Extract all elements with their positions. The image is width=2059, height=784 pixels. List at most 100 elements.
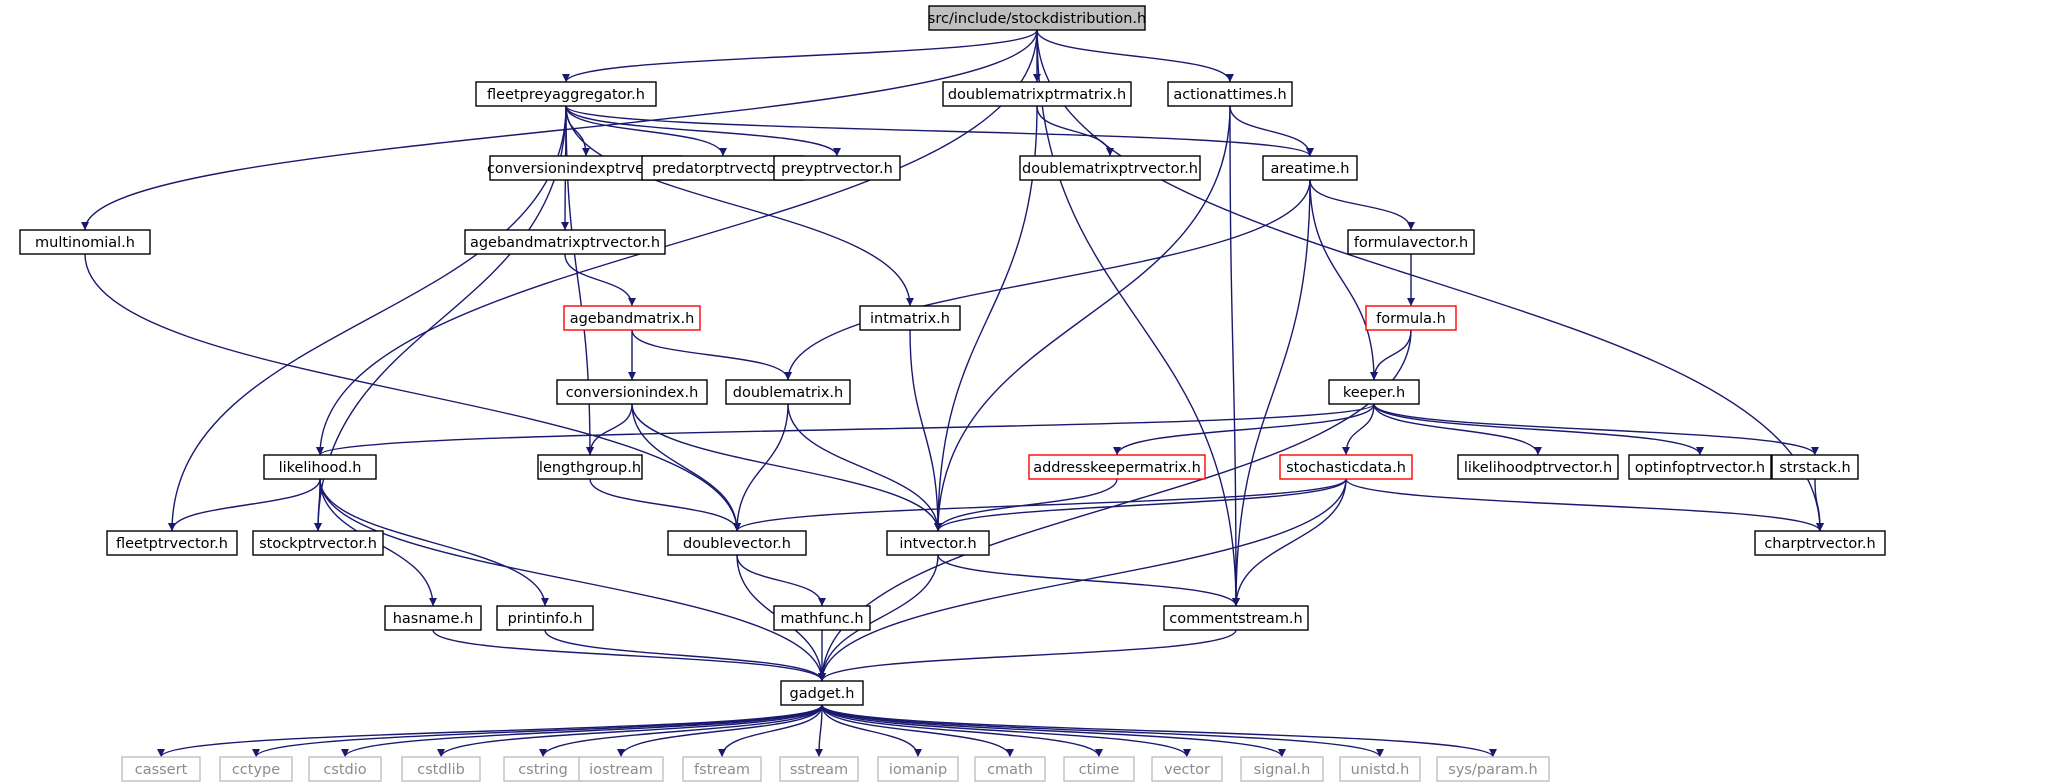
node-akm[interactable]: addresskeepermatrix.h	[1028, 454, 1206, 480]
edge-at-to-fv	[1309, 179, 1415, 231]
node-label-mf: mathfunc.h	[780, 611, 863, 627]
node-box-ctime	[1063, 756, 1135, 782]
node-fv[interactable]: formulavector.h	[1347, 229, 1475, 255]
edge-im-to-iv	[909, 329, 942, 532]
node-box-fpa	[475, 81, 657, 107]
node-dv[interactable]: doublevector.h	[667, 530, 807, 556]
node-gd[interactable]: gadget.h	[780, 680, 864, 706]
node-box-akm	[1028, 454, 1206, 480]
edge-iv-to-cs	[937, 554, 1240, 607]
node-label-cstdlib: cstdlib	[417, 762, 465, 778]
edge-sd-to-cpv	[1345, 478, 1824, 532]
node-box-fpv	[106, 530, 238, 556]
node-spv[interactable]: stockptrvector.h	[252, 530, 384, 556]
node-cctype: cctype	[219, 756, 293, 782]
node-label-fv: formulavector.h	[1354, 235, 1468, 251]
node-dm[interactable]: doublematrix.h	[725, 379, 851, 405]
node-box-mf	[773, 605, 871, 631]
node-fo[interactable]: formula.h	[1365, 305, 1457, 331]
node-pi[interactable]: printinfo.h	[496, 605, 594, 631]
node-aat[interactable]: actionattimes.h	[1167, 81, 1293, 107]
node-box-fv	[1347, 229, 1475, 255]
edge-aat-to-iv	[934, 105, 1231, 532]
node-hn[interactable]: hasname.h	[384, 605, 482, 631]
node-label-prpv: preyptrvector.h	[781, 161, 893, 177]
edge-root-to-mn	[81, 29, 1038, 231]
node-cpv[interactable]: charptrvector.h	[1754, 530, 1886, 556]
edge-fpa-to-ppv	[565, 105, 727, 157]
node-sd[interactable]: stochasticdata.h	[1279, 454, 1413, 480]
node-lg[interactable]: lengthgroup.h	[537, 454, 643, 480]
node-box-im	[859, 305, 961, 331]
node-im[interactable]: intmatrix.h	[859, 305, 961, 331]
node-fstream: fstream	[682, 756, 762, 782]
node-label-fpa: fleetpreyaggregator.h	[487, 87, 645, 103]
node-label-cmath: cmath	[987, 762, 1033, 778]
node-label-mn: multinomial.h	[35, 235, 135, 251]
edge-root-to-cpv	[1036, 29, 1824, 532]
node-box-lg	[537, 454, 643, 480]
edge-dmpm-to-iv	[934, 105, 1038, 532]
node-box-iostream	[578, 756, 664, 782]
edge-fpa-to-prpv	[565, 105, 841, 157]
node-label-kp: keeper.h	[1343, 385, 1405, 401]
edge-fpa-to-fpv	[168, 105, 567, 532]
node-mn[interactable]: multinomial.h	[19, 229, 151, 255]
node-root[interactable]: src/include/stockdistribution.h	[928, 5, 1146, 31]
edge-gd-to-cstdio	[341, 704, 823, 758]
edge-gd-to-cstring	[539, 704, 823, 758]
node-prpv[interactable]: preyptrvector.h	[773, 155, 901, 181]
node-box-aat	[1167, 81, 1293, 107]
node-dmpm[interactable]: doublematrixptrmatrix.h	[942, 81, 1132, 107]
edge-lh-to-gd	[319, 478, 826, 682]
node-ss[interactable]: strstack.h	[1771, 454, 1859, 480]
node-label-vector: vector	[1164, 762, 1210, 778]
node-label-dmpv: doublematrixptrvector.h	[1022, 161, 1198, 177]
edge-gd-to-fstream	[718, 704, 823, 758]
node-box-cpv	[1754, 530, 1886, 556]
node-ci[interactable]: conversionindex.h	[556, 379, 708, 405]
node-box-cs	[1163, 605, 1309, 631]
node-cs[interactable]: commentstream.h	[1163, 605, 1309, 631]
node-fpa[interactable]: fleetpreyaggregator.h	[475, 81, 657, 107]
node-label-cstring: cstring	[518, 762, 568, 778]
edge-lh-to-spv	[314, 478, 323, 532]
node-label-civ: conversionindexptrvector.h	[487, 161, 685, 177]
node-box-signal	[1240, 756, 1324, 782]
node-label-iv: intvector.h	[899, 536, 976, 552]
node-label-im: intmatrix.h	[870, 311, 950, 327]
edge-cs-to-gd	[818, 629, 1237, 682]
node-dmpv[interactable]: doublematrixptrvector.h	[1019, 155, 1201, 181]
edge-root-to-fpa	[562, 29, 1038, 83]
node-mf[interactable]: mathfunc.h	[773, 605, 871, 631]
edge-ci-to-iv	[631, 403, 942, 532]
node-fpv[interactable]: fleetptrvector.h	[106, 530, 238, 556]
node-label-ss: strstack.h	[1779, 460, 1851, 476]
node-at[interactable]: areatime.h	[1262, 155, 1358, 181]
edge-gd-to-cstdlib	[437, 704, 823, 758]
edge-gd-to-signal	[821, 704, 1286, 758]
node-opv[interactable]: optinfoptrvector.h	[1628, 454, 1772, 480]
edge-gd-to-cctype	[252, 704, 823, 758]
edge-mn-to-dv	[84, 253, 741, 532]
node-label-dm: doublematrix.h	[733, 385, 844, 401]
node-cstdio: cstdio	[308, 756, 382, 782]
node-kp[interactable]: keeper.h	[1328, 379, 1420, 405]
node-abmpv[interactable]: agebandmatrixptrvector.h	[464, 229, 666, 255]
node-box-abm	[563, 305, 701, 331]
edge-fpa-to-at	[565, 105, 1314, 157]
edge-gd-to-sstream	[815, 704, 824, 758]
node-lh[interactable]: likelihood.h	[263, 454, 377, 480]
node-label-root: src/include/stockdistribution.h	[928, 11, 1146, 27]
edge-root-to-lh	[316, 29, 1038, 456]
node-iv[interactable]: intvector.h	[886, 530, 990, 556]
node-box-sstream	[779, 756, 859, 782]
node-lpv[interactable]: likelihoodptrvector.h	[1457, 454, 1619, 480]
node-box-dmpm	[942, 81, 1132, 107]
edge-kp-to-sd	[1342, 403, 1375, 456]
edge-fo-to-kp	[1370, 329, 1412, 381]
node-label-fpv: fleetptrvector.h	[116, 536, 228, 552]
edge-root-to-cs	[1036, 29, 1240, 607]
node-abm[interactable]: agebandmatrix.h	[563, 305, 701, 331]
